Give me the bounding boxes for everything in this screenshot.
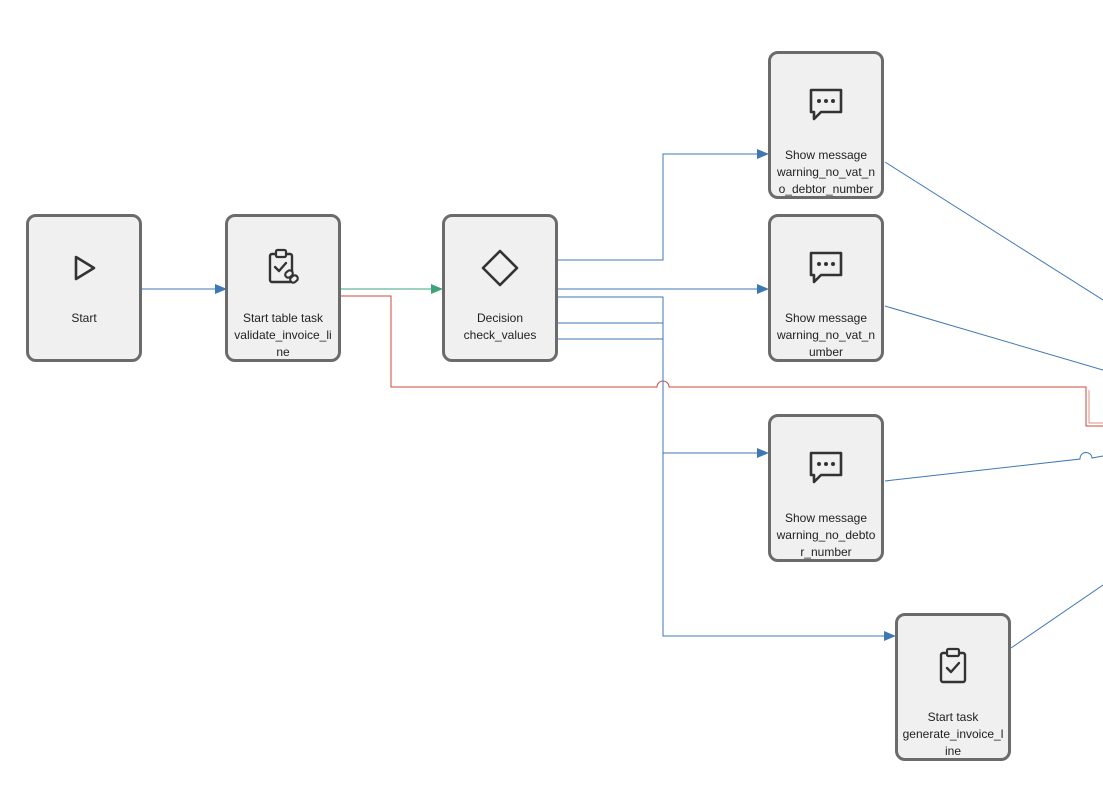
clipboard-check-icon xyxy=(898,646,1008,688)
edge-msg-no-debtor-number-out[interactable] xyxy=(884,452,1103,482)
edge-decision-to-start-task-generate[interactable] xyxy=(558,322,896,641)
edge-msg-no-vat-number-out[interactable] xyxy=(884,305,1103,371)
node-label: Start xyxy=(71,311,97,325)
node-label: Show message warning_no_vat_n umber xyxy=(776,311,876,359)
node-label: Decision check_values xyxy=(463,311,537,342)
clipboard-link-icon xyxy=(228,247,338,289)
node-start[interactable]: Start xyxy=(26,214,142,362)
node-label: Show message warning_no_vat_n o_debtor_n… xyxy=(776,148,876,196)
message-icon xyxy=(771,447,881,489)
message-icon xyxy=(771,247,881,289)
node-show-message-no-debtor-number[interactable]: Show message warning_no_debto r_number xyxy=(768,414,884,562)
play-icon xyxy=(29,247,139,289)
node-label: Show message warning_no_debto r_number xyxy=(776,511,876,559)
edge-decision-to-msg-no-vat-no-debtor[interactable] xyxy=(558,149,769,261)
message-icon xyxy=(771,84,881,126)
edge-table-task-error-outline xyxy=(1088,390,1103,424)
node-decision[interactable]: Decision check_values xyxy=(442,214,558,362)
node-show-message-no-vat-number[interactable]: Show message warning_no_vat_n umber xyxy=(768,214,884,362)
edge-msg-no-vat-no-debtor-out[interactable] xyxy=(884,161,1103,301)
diamond-icon xyxy=(445,247,555,289)
node-start-table-task[interactable]: Start table task validate_invoice_li ne xyxy=(225,214,341,362)
node-show-message-no-vat-no-debtor[interactable]: Show message warning_no_vat_n o_debtor_n… xyxy=(768,51,884,199)
node-start-task-generate[interactable]: Start task generate_invoice_l ine xyxy=(895,613,1011,761)
node-label: Start table task validate_invoice_li ne xyxy=(234,311,332,359)
edge-start-task-generate-out[interactable] xyxy=(1010,584,1103,649)
node-label: Start task generate_invoice_l ine xyxy=(902,710,1004,758)
